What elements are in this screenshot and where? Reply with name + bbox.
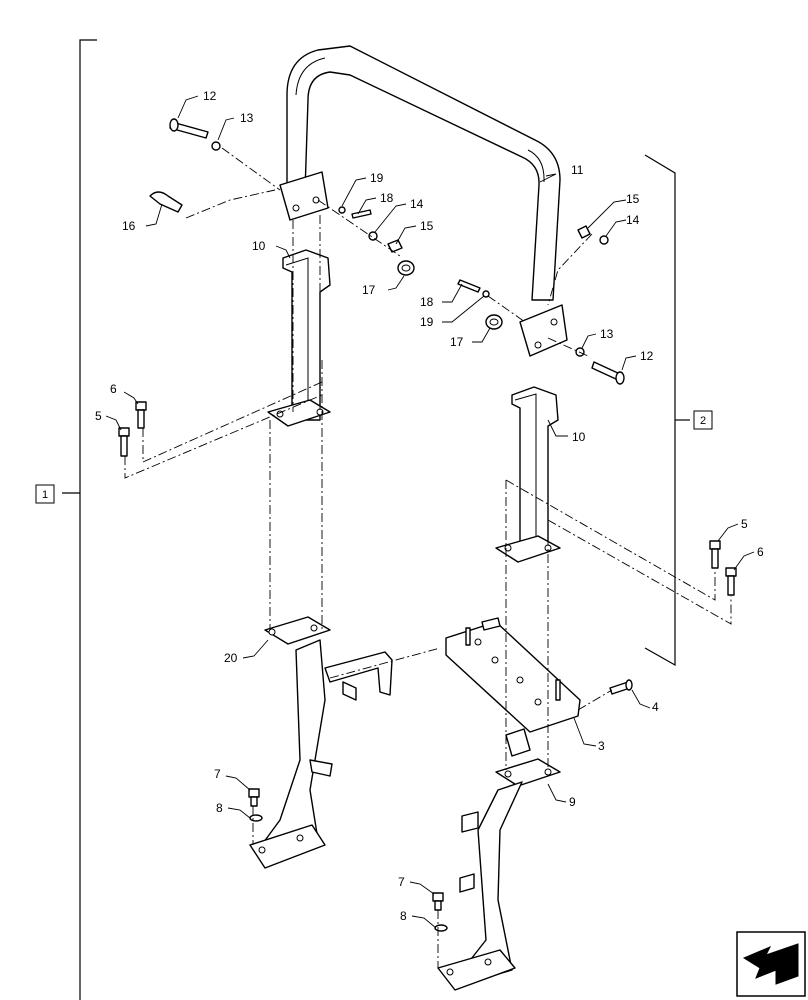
callout-16: 16 <box>122 219 136 233</box>
callout-15: 15 <box>626 192 640 206</box>
callout-12: 12 <box>203 89 217 103</box>
callout-10: 10 <box>252 239 266 253</box>
callout-17: 17 <box>450 335 464 349</box>
bolts-left-7-8 <box>248 788 263 822</box>
callout-5: 5 <box>95 409 102 423</box>
callout-14: 14 <box>626 213 640 227</box>
callout-8: 8 <box>400 909 407 923</box>
callout-2: 2 <box>700 415 706 427</box>
callout-4: 4 <box>652 700 659 714</box>
callout-17: 17 <box>362 283 376 297</box>
lower-support-left <box>249 616 393 869</box>
next-page-button[interactable] <box>736 931 806 997</box>
leader-lines <box>105 95 755 929</box>
bolts-left-5-6 <box>118 401 147 457</box>
callout-18: 18 <box>380 191 394 205</box>
callout-12: 12 <box>640 349 654 363</box>
callout-5: 5 <box>741 517 748 531</box>
callout-7: 7 <box>398 875 405 889</box>
assembly-bracket-2: 2 <box>644 154 713 667</box>
callout-3: 3 <box>598 739 605 753</box>
callout-18: 18 <box>420 295 434 309</box>
callout-8: 8 <box>216 801 223 815</box>
callout-13: 13 <box>600 327 614 341</box>
callout-6: 6 <box>110 382 117 396</box>
callout-14: 14 <box>410 197 424 211</box>
callout-20: 20 <box>224 651 238 665</box>
callout-15: 15 <box>420 219 434 233</box>
callout-10: 10 <box>572 430 586 444</box>
upright-post-left <box>267 249 331 427</box>
upright-post-right <box>495 386 561 563</box>
assembly-center-lines <box>124 147 732 968</box>
callout-7: 7 <box>214 767 221 781</box>
upper-left-hardware <box>149 118 415 276</box>
callout-6: 6 <box>757 545 764 559</box>
lower-support-right <box>437 728 561 991</box>
callout-9: 9 <box>569 795 576 809</box>
callout-13: 13 <box>240 111 254 125</box>
bolts-right-5-6 <box>709 540 737 596</box>
mounting-plate <box>445 617 581 733</box>
callout-1: 1 <box>42 489 48 501</box>
assembly-bracket-1: 1 <box>35 39 97 1000</box>
bolts-right-7-8 <box>432 892 448 932</box>
roll-bar-hoop <box>279 45 568 357</box>
next-page-arrow-icon <box>742 943 799 985</box>
callout-19: 19 <box>370 171 384 185</box>
callout-labels: 12 13 19 18 14 15 17 16 10 11 15 14 18 1… <box>95 89 764 923</box>
callout-19: 19 <box>420 315 434 329</box>
bolt-4 <box>609 679 633 695</box>
callout-11: 11 <box>571 163 584 177</box>
